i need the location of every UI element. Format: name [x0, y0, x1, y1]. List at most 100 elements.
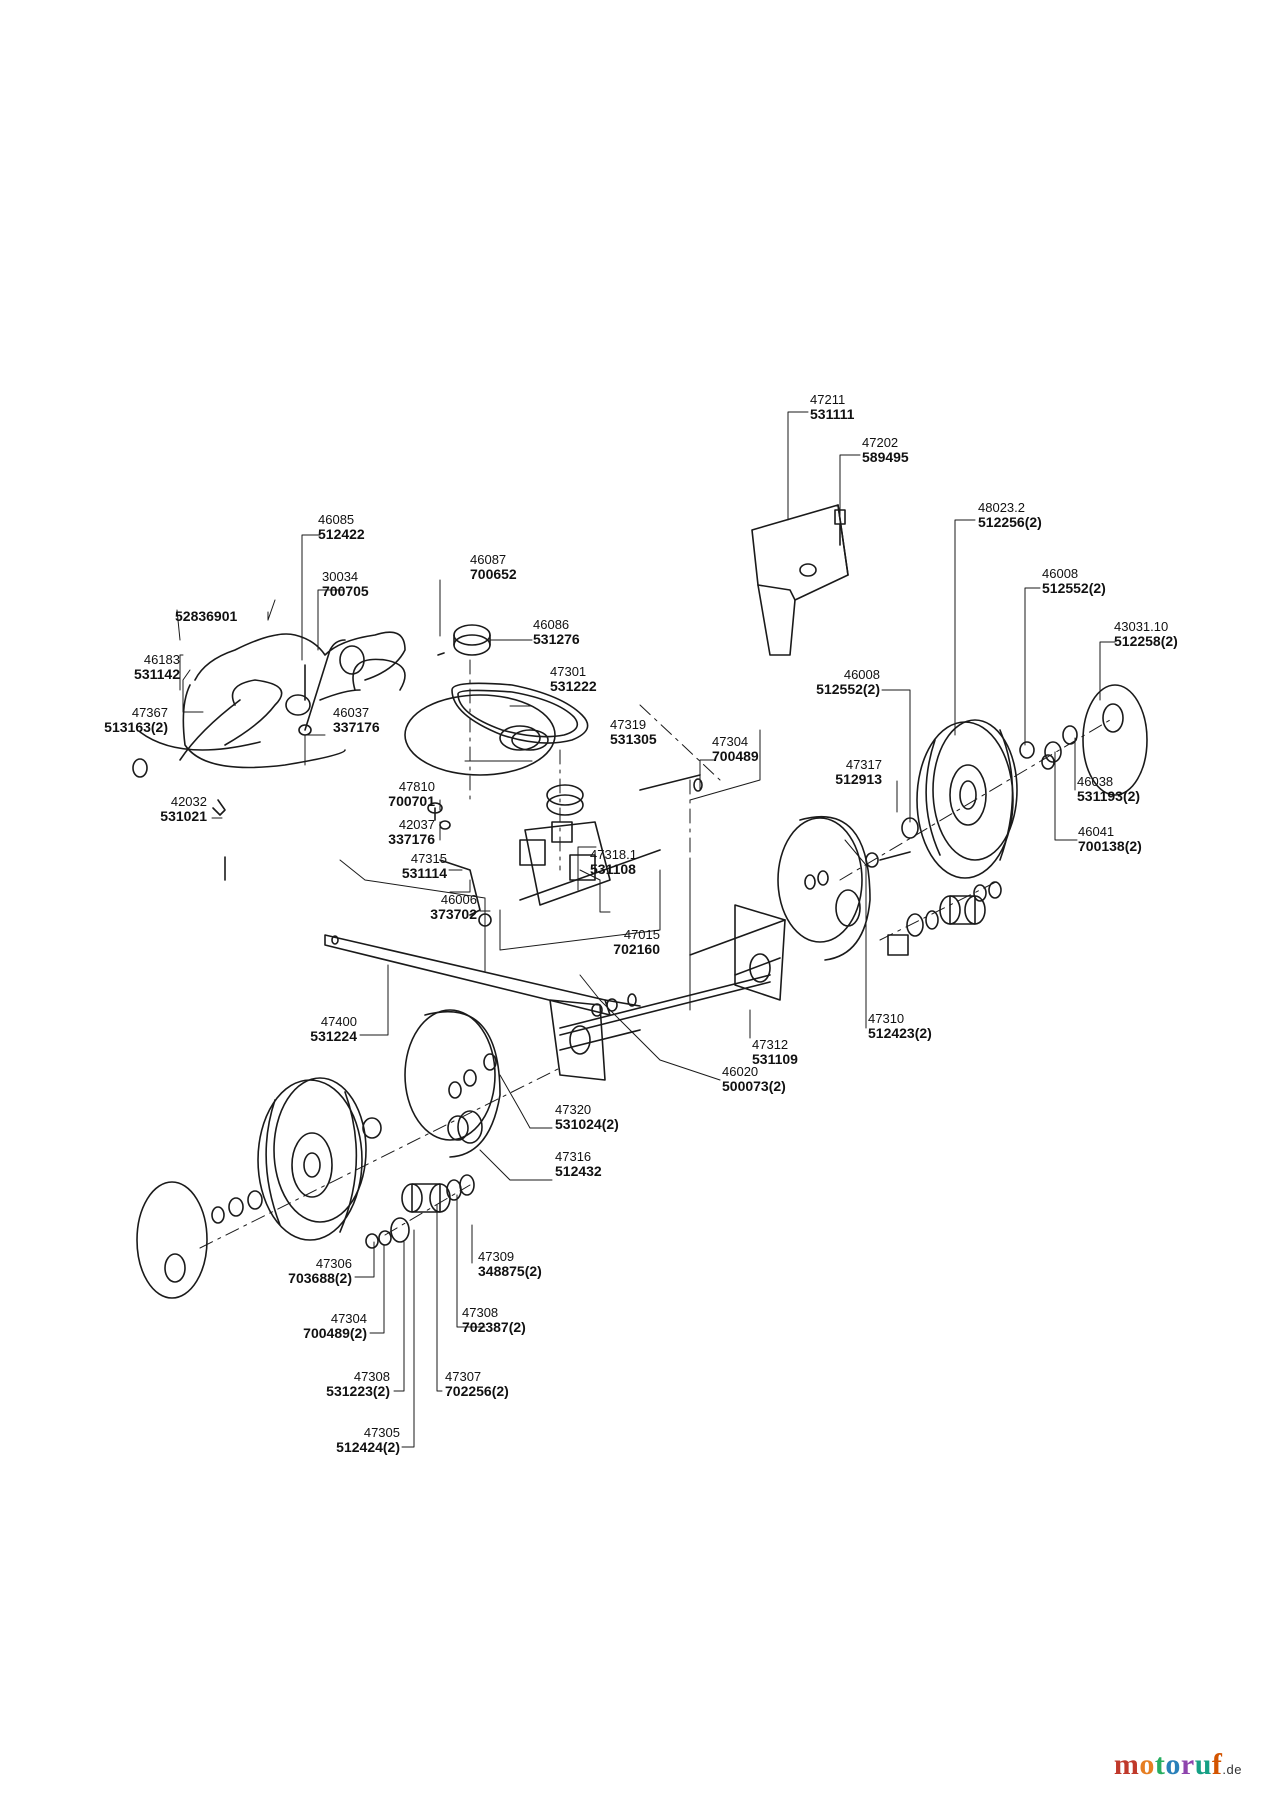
callout-ref: 46038 [1077, 774, 1114, 789]
part-number-standalone: 52836901 [175, 608, 238, 624]
callout-part-number: 512256(2) [978, 513, 1042, 530]
callout-part-number: 531021 [160, 807, 207, 824]
callout-42032: 42032 531021 [132, 795, 207, 823]
callout-47367: 47367 513163(2) [40, 706, 168, 734]
callout-47310: 47310 512423(2) [868, 1012, 932, 1040]
callout-46183: 46183 531142 [100, 653, 180, 681]
gear-parts-right [887, 881, 1002, 956]
callout-part-number: 531223(2) [326, 1382, 390, 1399]
screw-part [834, 509, 846, 546]
callout-ref: 47312 [752, 1037, 789, 1052]
callout-46020: 46020 500073(2) [722, 1065, 786, 1093]
callout-46006: 46006 373702 [380, 893, 477, 921]
callout-47400: 47400 531224 [270, 1015, 357, 1043]
brand-letter: m [1113, 1748, 1140, 1781]
callout-46041: 46041 700138(2) [1078, 825, 1142, 853]
callout-ref: 47304 [330, 1311, 367, 1326]
callout-47304-b: 47304 700489(2) [285, 1312, 367, 1340]
callout-ref: 43031.10 [1114, 619, 1169, 634]
control-cable [132, 631, 406, 881]
callout-ref: 47319 [610, 717, 647, 732]
rear-right-wheel [916, 719, 1018, 879]
callout-ref: 47307 [445, 1369, 482, 1384]
outline-box [499, 729, 761, 1011]
callout-ref: 46183 [143, 652, 180, 667]
callout-47308-a: 47308 702387(2) [462, 1306, 526, 1334]
callout-46037: 46037 337176 [333, 706, 380, 734]
callout-47304-a: 47304 700489 [712, 735, 759, 763]
callout-ref: 47318.1 [590, 847, 637, 862]
callout-part-number: 512552(2) [816, 680, 880, 697]
callout-ref: 47015 [623, 927, 660, 942]
callout-47319: 47319 531305 [610, 718, 657, 746]
callout-ref: 46041 [1078, 824, 1115, 839]
callout-part-number: 512424(2) [336, 1438, 400, 1455]
callout-part-number: 500073(2) [722, 1077, 786, 1094]
callout-46087: 46087 700652 [470, 553, 517, 581]
callout-ref: 46006 [440, 892, 477, 907]
callout-part-number: 512422 [318, 525, 365, 542]
callout-ref: 47310 [868, 1011, 905, 1026]
callout-46085: 46085 512422 [318, 513, 365, 541]
callout-part-number: 531108 [590, 860, 636, 877]
callout-part-number: 512552(2) [1042, 579, 1106, 596]
brand-watermark: motoruf.de [1114, 1748, 1242, 1782]
callout-part-number: 512258(2) [1114, 632, 1178, 649]
callout-47301: 47301 531222 [550, 665, 597, 693]
axle-assembly [559, 904, 786, 1051]
callout-47202: 47202 589495 [862, 436, 909, 464]
callout-ref: 47308 [462, 1305, 499, 1320]
callout-47315: 47315 531114 [350, 852, 447, 880]
callout-ref: 46085 [318, 512, 355, 527]
callout-ref: 47315 [410, 851, 447, 866]
callout-ref: 42032 [170, 794, 207, 809]
callout-47316: 47316 512432 [555, 1150, 602, 1178]
callout-46086: 46086 531276 [533, 618, 580, 646]
callout-part-number: 531276 [533, 630, 580, 647]
callout-part-number: 531142 [134, 665, 180, 682]
pulley-belt-assembly [404, 624, 589, 816]
callout-ref: 46020 [722, 1064, 759, 1079]
small-parts-center [427, 778, 703, 1007]
callout-part-number: 531109 [752, 1050, 798, 1067]
callout-47305: 47305 512424(2) [318, 1426, 400, 1454]
belt-cover-part [751, 504, 849, 656]
callout-ref: 47301 [550, 664, 587, 679]
callout-part-number: 513163(2) [104, 718, 168, 735]
callout-ref: 47810 [398, 779, 435, 794]
callout-part-number: 337176 [333, 718, 380, 735]
callout-48023-2: 48023.2 512256(2) [978, 501, 1042, 529]
callout-30034: 30034 700705 [322, 570, 369, 598]
brand-name: motoruf [1114, 1748, 1223, 1781]
callout-part-number: 700701 [388, 792, 435, 809]
callout-ref: 46086 [533, 617, 570, 632]
callout-ref: 47211 [810, 392, 846, 407]
hub-cap-left [136, 1181, 208, 1299]
callout-part-number: 702256(2) [445, 1382, 509, 1399]
brand-letter: u [1194, 1748, 1212, 1781]
callout-part-number: 512423(2) [868, 1024, 932, 1041]
gear-parts-left [365, 1174, 475, 1249]
callout-part-number: 512432 [555, 1162, 602, 1179]
callout-ref: 46008 [1042, 566, 1079, 581]
callout-part-number: 700138(2) [1078, 837, 1142, 854]
callout-47308-b: 47308 531223(2) [305, 1370, 390, 1398]
callout-ref: 47367 [131, 705, 168, 720]
hub-cap-right [1082, 684, 1148, 796]
callout-part-number: 531305 [610, 730, 657, 747]
callout-part-number: 700652 [470, 565, 517, 582]
callout-ref: 47320 [555, 1102, 592, 1117]
front-left-wheel [257, 1077, 367, 1241]
callout-ref: 47317 [845, 757, 882, 772]
callout-part-number: 531222 [550, 677, 597, 694]
callout-ref: 47202 [862, 435, 899, 450]
brand-suffix: .de [1222, 1762, 1242, 1777]
callout-46038: 46038 531193(2) [1077, 775, 1140, 803]
callout-ref: 47305 [363, 1425, 400, 1440]
wheel-cover-right [777, 815, 871, 961]
gear-housing-left [549, 998, 618, 1081]
callout-47318-1: 47318.1 531108 [590, 848, 637, 876]
callout-47810: 47810 700701 [340, 780, 435, 808]
callout-ref: 46008 [843, 667, 880, 682]
